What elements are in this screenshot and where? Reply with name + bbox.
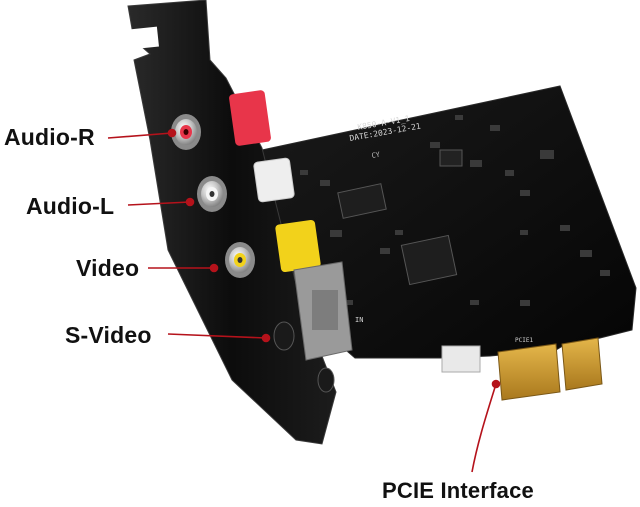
label-audio-r: Audio-R — [4, 124, 95, 150]
pcie-gold-fingers — [441, 337, 603, 401]
slot-label-text: PCIE1 — [515, 337, 533, 344]
label-pcie-interface: PCIE Interface — [382, 478, 534, 503]
pcb-board: K850-A-V1_1 DATE:2023-12-21 CY PCIE1 IN — [261, 85, 637, 359]
rca-video — [225, 219, 321, 278]
leader-audio-l — [127, 201, 191, 206]
bracket-screw-slot — [129, 26, 159, 50]
chip-main — [400, 234, 458, 286]
label-audio-l: Audio-L — [26, 193, 115, 219]
label-video: Video — [76, 255, 140, 281]
leader-svideo — [167, 333, 267, 339]
label-svideo: S-Video — [65, 322, 152, 348]
pcie-key-notch — [441, 345, 481, 373]
rca-audio-l — [197, 157, 295, 212]
leader-pcie — [471, 383, 497, 473]
leader-lines — [107, 128, 501, 473]
svideo-connector — [273, 261, 353, 393]
chip-secondary — [337, 183, 387, 219]
leader-audio-r — [107, 132, 173, 139]
port-in-text: IN — [355, 316, 363, 324]
chip-small — [439, 149, 463, 167]
chip-id-text: CY — [371, 150, 381, 159]
rca-audio-r — [171, 90, 271, 150]
